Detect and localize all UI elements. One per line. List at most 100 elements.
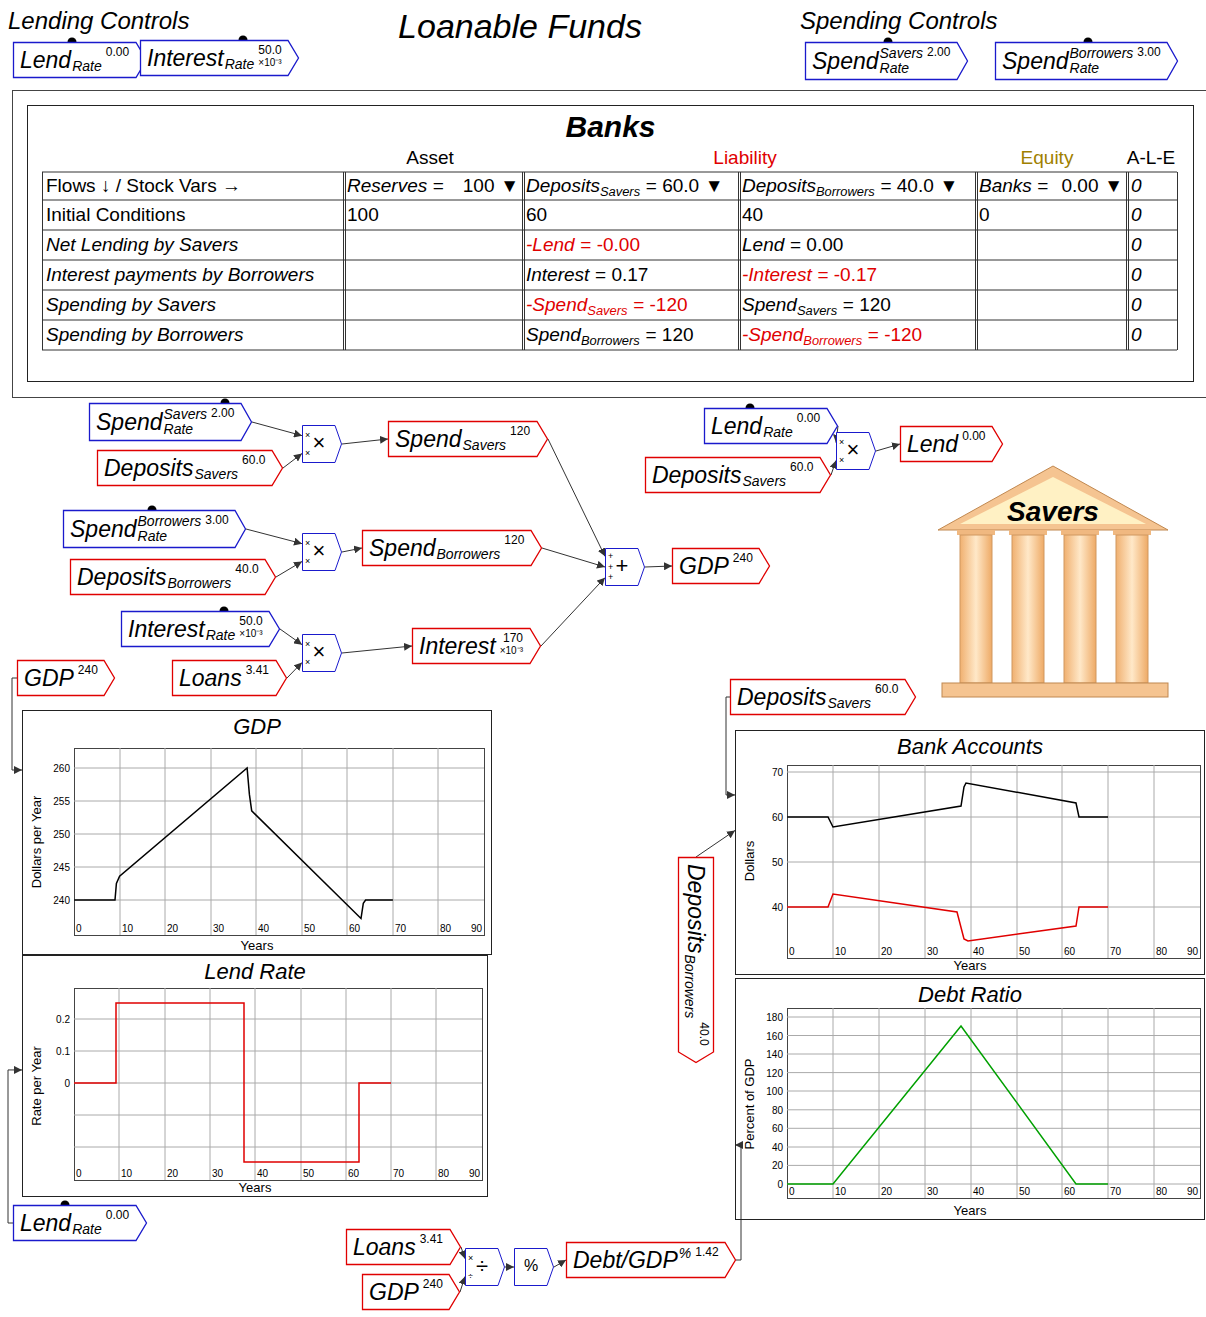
port-symbol: ÷ [468,1272,473,1281]
table-cell: = 0.17 [595,264,648,285]
operator-box: ++++ [605,548,645,586]
operator-outline [303,534,342,571]
tick-label-group: 0.2 [56,1013,70,1026]
operator-box: ××× [302,634,342,672]
table-cell-group: 0 [979,203,990,227]
variable-index: Borrowers [682,954,710,1018]
table-cell: = 120 [843,294,891,315]
variable-box: Debt/GDP%1.42 [566,1242,736,1278]
tick-label: 40 [973,946,984,957]
table-cell: Spending by Savers [46,294,216,315]
table-cell: Savers [797,303,837,318]
variable-name: Lend [20,1209,71,1237]
table-cell-group: Flows ↓ / Stock Vars → [46,174,241,198]
variable-value: 0.00 [106,1209,129,1222]
variable-value: 0.00 [106,46,129,59]
temple-capital [1009,530,1047,535]
variable-box: DepositsBorrowers40.0 [70,559,276,595]
tick-label: 60 [772,812,783,823]
table-cell: Savers [587,303,627,318]
tick-label-group: 50 [772,856,783,869]
tick-label-group: 20 [167,1167,178,1180]
table-cell: Savers [600,184,640,199]
port-symbol: × [305,449,310,458]
tick-label: 140 [766,1049,783,1060]
table-cell-group: 0 [1131,293,1142,317]
tick-label-group: 50 [304,922,315,935]
tick-label: 100 [766,1086,783,1097]
variable-outline [731,680,916,715]
table-cell: Borrowers [803,333,862,348]
tick-label-group: 0 [789,945,795,958]
tick-label-group: 40 [973,945,984,958]
variable-value: 240 [423,1278,443,1291]
variable-value-box: 50.0×10⁻³ [258,44,281,69]
variable-subscript: Rate [880,61,924,76]
table-cell: -Lend [526,234,575,255]
variable-value: 240 [78,664,98,677]
table-cell: ▼ [500,175,519,196]
bank-illustration-label: Savers [973,494,1133,530]
wire-connector [542,548,605,567]
variable-index: Savers [827,683,871,711]
variable-outline [679,858,714,1063]
variable-outline [71,560,276,595]
variable-name: Interest [419,632,496,660]
table-cell-group: 0 [1131,203,1142,227]
tick-label-group: 60 [1064,1185,1075,1198]
operator-outline [515,1249,554,1286]
variable-index: Rate [72,1209,102,1237]
tick-label: 90 [471,923,482,934]
wire-connector [8,1070,22,1223]
temple-column [1116,535,1148,683]
table-cell: 0 [1131,324,1142,345]
table-cell-group: SpendSavers = 120 [742,293,891,323]
variable-name: Debt/GDP [573,1246,678,1274]
variable-content: LendRate0.00 [704,408,838,444]
value-exponent: ×10⁻³ [500,645,523,657]
tick-label-group: 100 [766,1085,783,1098]
variable-box: LendRate 0.00 [13,1205,147,1241]
port-symbol: × [839,438,844,447]
variable-subscript: Borrowers [167,576,231,591]
variable-value-box: 3.41 [246,664,269,677]
table-cell: Spend [742,294,797,315]
variable-value-box: 120 [504,534,524,547]
table-cell: Lend [742,234,784,255]
variable-outline [363,1275,460,1310]
variable-index: Savers [194,454,238,482]
variable-content: Loans3.41 [346,1229,461,1265]
variable-outline [141,41,299,76]
variable-value: 3.00 [205,514,228,527]
variable-content: LendRate0.00 [13,42,147,78]
table-cell: 60 [526,204,547,225]
tick-label-group: 70 [395,922,406,935]
variable-subscript: Rate [72,59,102,74]
variable-superscript: Borrowers [138,514,202,529]
table-cell-group: 0 [1131,174,1142,198]
tick-label: 60 [1064,1186,1075,1197]
variable-index: % [679,1246,691,1274]
table-cell-group: -Interest= -0.17 [742,263,877,287]
temple-base [942,683,1168,697]
variable-box: Loans3.41 [346,1229,461,1265]
variable-name: Lend [907,430,958,458]
variable-subscript: Rate [164,422,208,437]
tick-label: 10 [835,946,846,957]
variable-content: Loans3.41 [172,660,287,696]
table-cell: Deposits [742,175,816,196]
table-cell: = -0.17 [817,264,877,285]
variable-box: SpendBorrowersRate3.00 [995,42,1178,80]
tick-label: 0.1 [56,1046,70,1057]
tick-label: 60 [772,1123,783,1134]
wire-connector [342,439,388,444]
table-cell: 0 [1131,264,1142,285]
variable-subscript: Rate [1070,61,1134,76]
variable-index: SaversRate [880,46,924,76]
tick-label-group: 60 [349,922,360,935]
tick-label-group: 50 [303,1167,314,1180]
variable-index: Rate [72,46,102,74]
operator-box: ××× [302,425,342,463]
variable-content: GDP240 [17,660,115,696]
variable-content: SpendSavers120 [388,421,548,457]
